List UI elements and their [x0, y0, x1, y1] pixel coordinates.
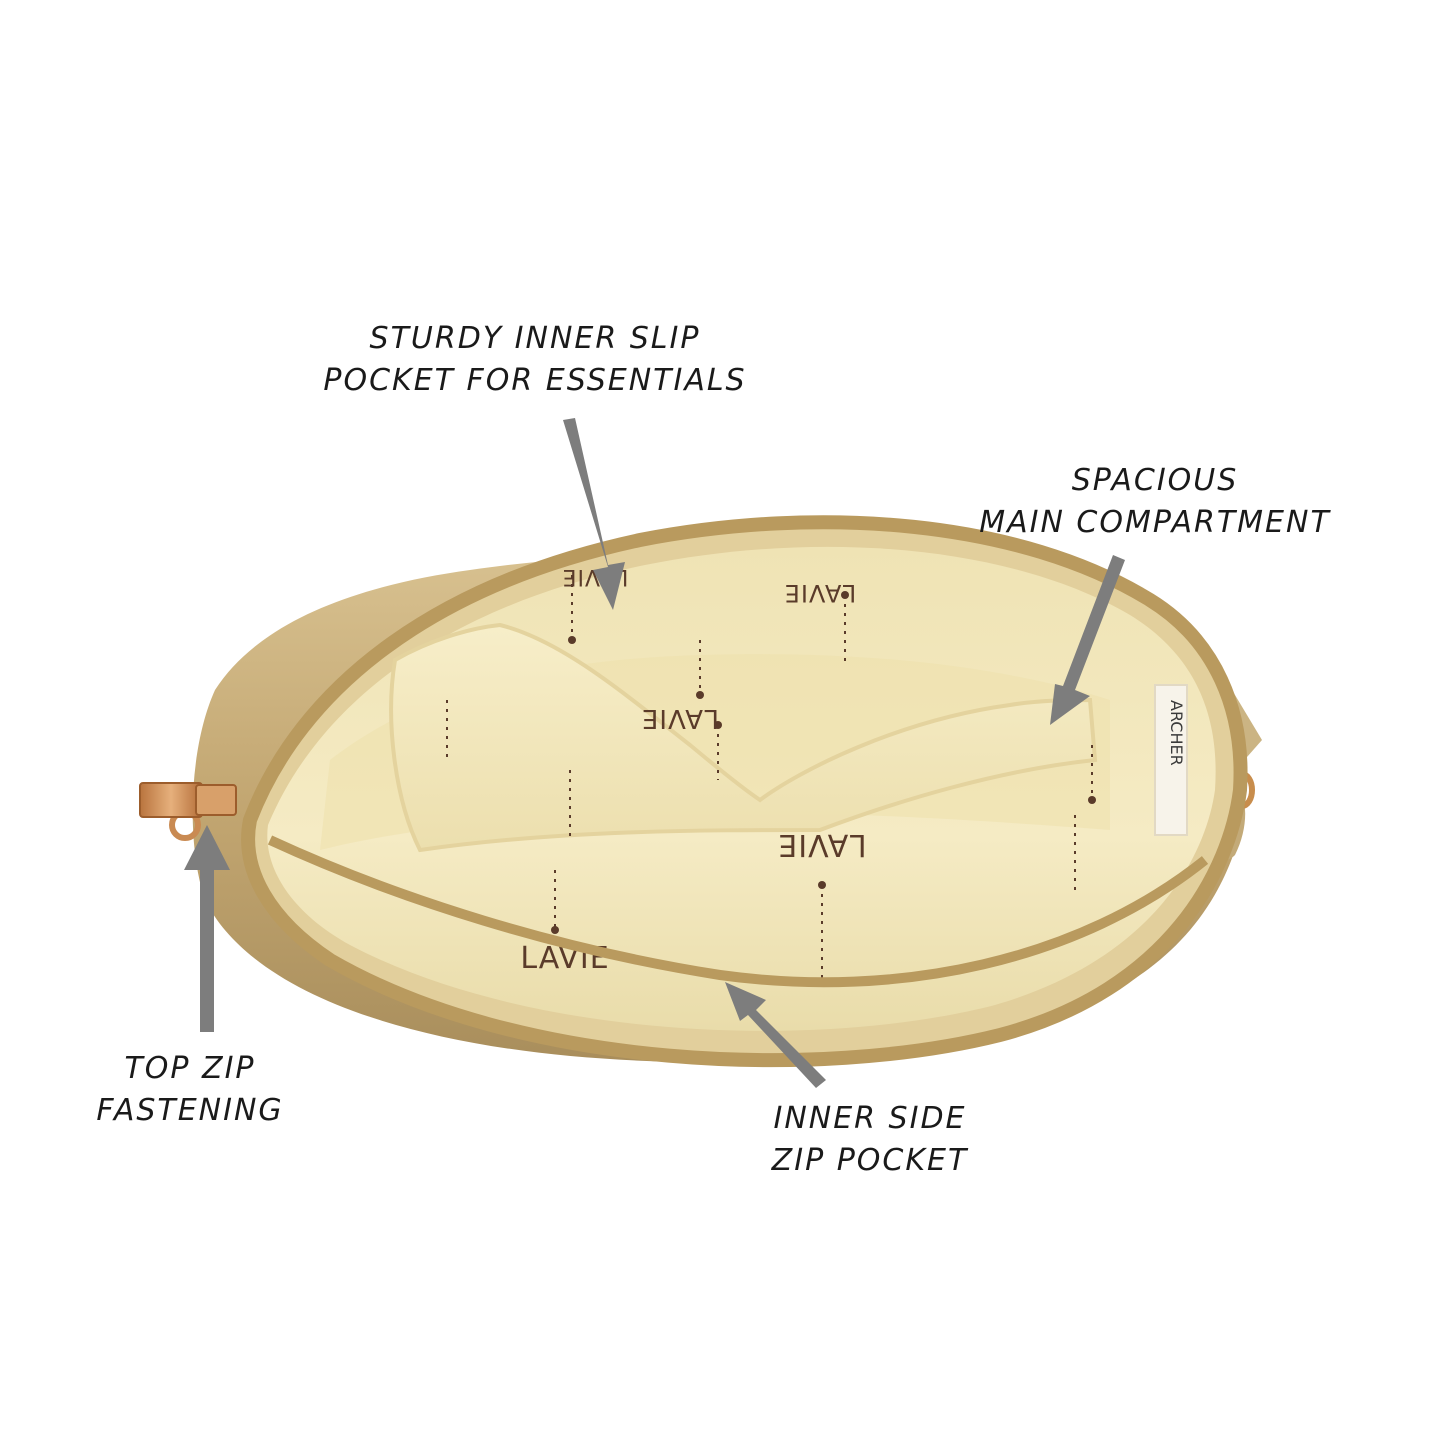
callout-line: TOP ZIP	[124, 1051, 256, 1086]
arrow-icon	[184, 418, 1125, 1088]
lining-logo: LAVIE	[641, 703, 719, 733]
lining-pattern	[446, 575, 1093, 990]
callout-inner-slip-pocket: STURDY INNER SLIP POCKET FOR ESSENTIALS	[300, 318, 770, 402]
callout-inner-side-zip: INNER SIDE ZIP POCKET	[740, 1098, 1000, 1182]
callout-line: INNER SIDE	[773, 1101, 967, 1136]
slip-pocket	[389, 622, 1098, 853]
callout-line: MAIN COMPARTMENT	[979, 505, 1331, 540]
zip-pull-icon	[139, 782, 237, 841]
inner-side-zipper	[267, 835, 1209, 988]
callout-line: SPACIOUS	[1071, 463, 1239, 498]
callout-line: FASTENING	[96, 1093, 284, 1128]
callout-line: ZIP POCKET	[771, 1143, 969, 1178]
side-label: ARCHER	[1167, 700, 1186, 766]
callout-main-compartment: SPACIOUS MAIN COMPARTMENT	[950, 460, 1360, 544]
callout-line: POCKET FOR ESSENTIALS	[323, 363, 747, 398]
lining-logo: LAVIE	[777, 827, 866, 862]
callout-top-zip: TOP ZIP FASTENING	[60, 1048, 320, 1132]
callout-line: STURDY INNER SLIP	[369, 321, 701, 356]
lining-logo: LAVIE	[784, 579, 856, 607]
side-label-tag	[1154, 684, 1188, 836]
